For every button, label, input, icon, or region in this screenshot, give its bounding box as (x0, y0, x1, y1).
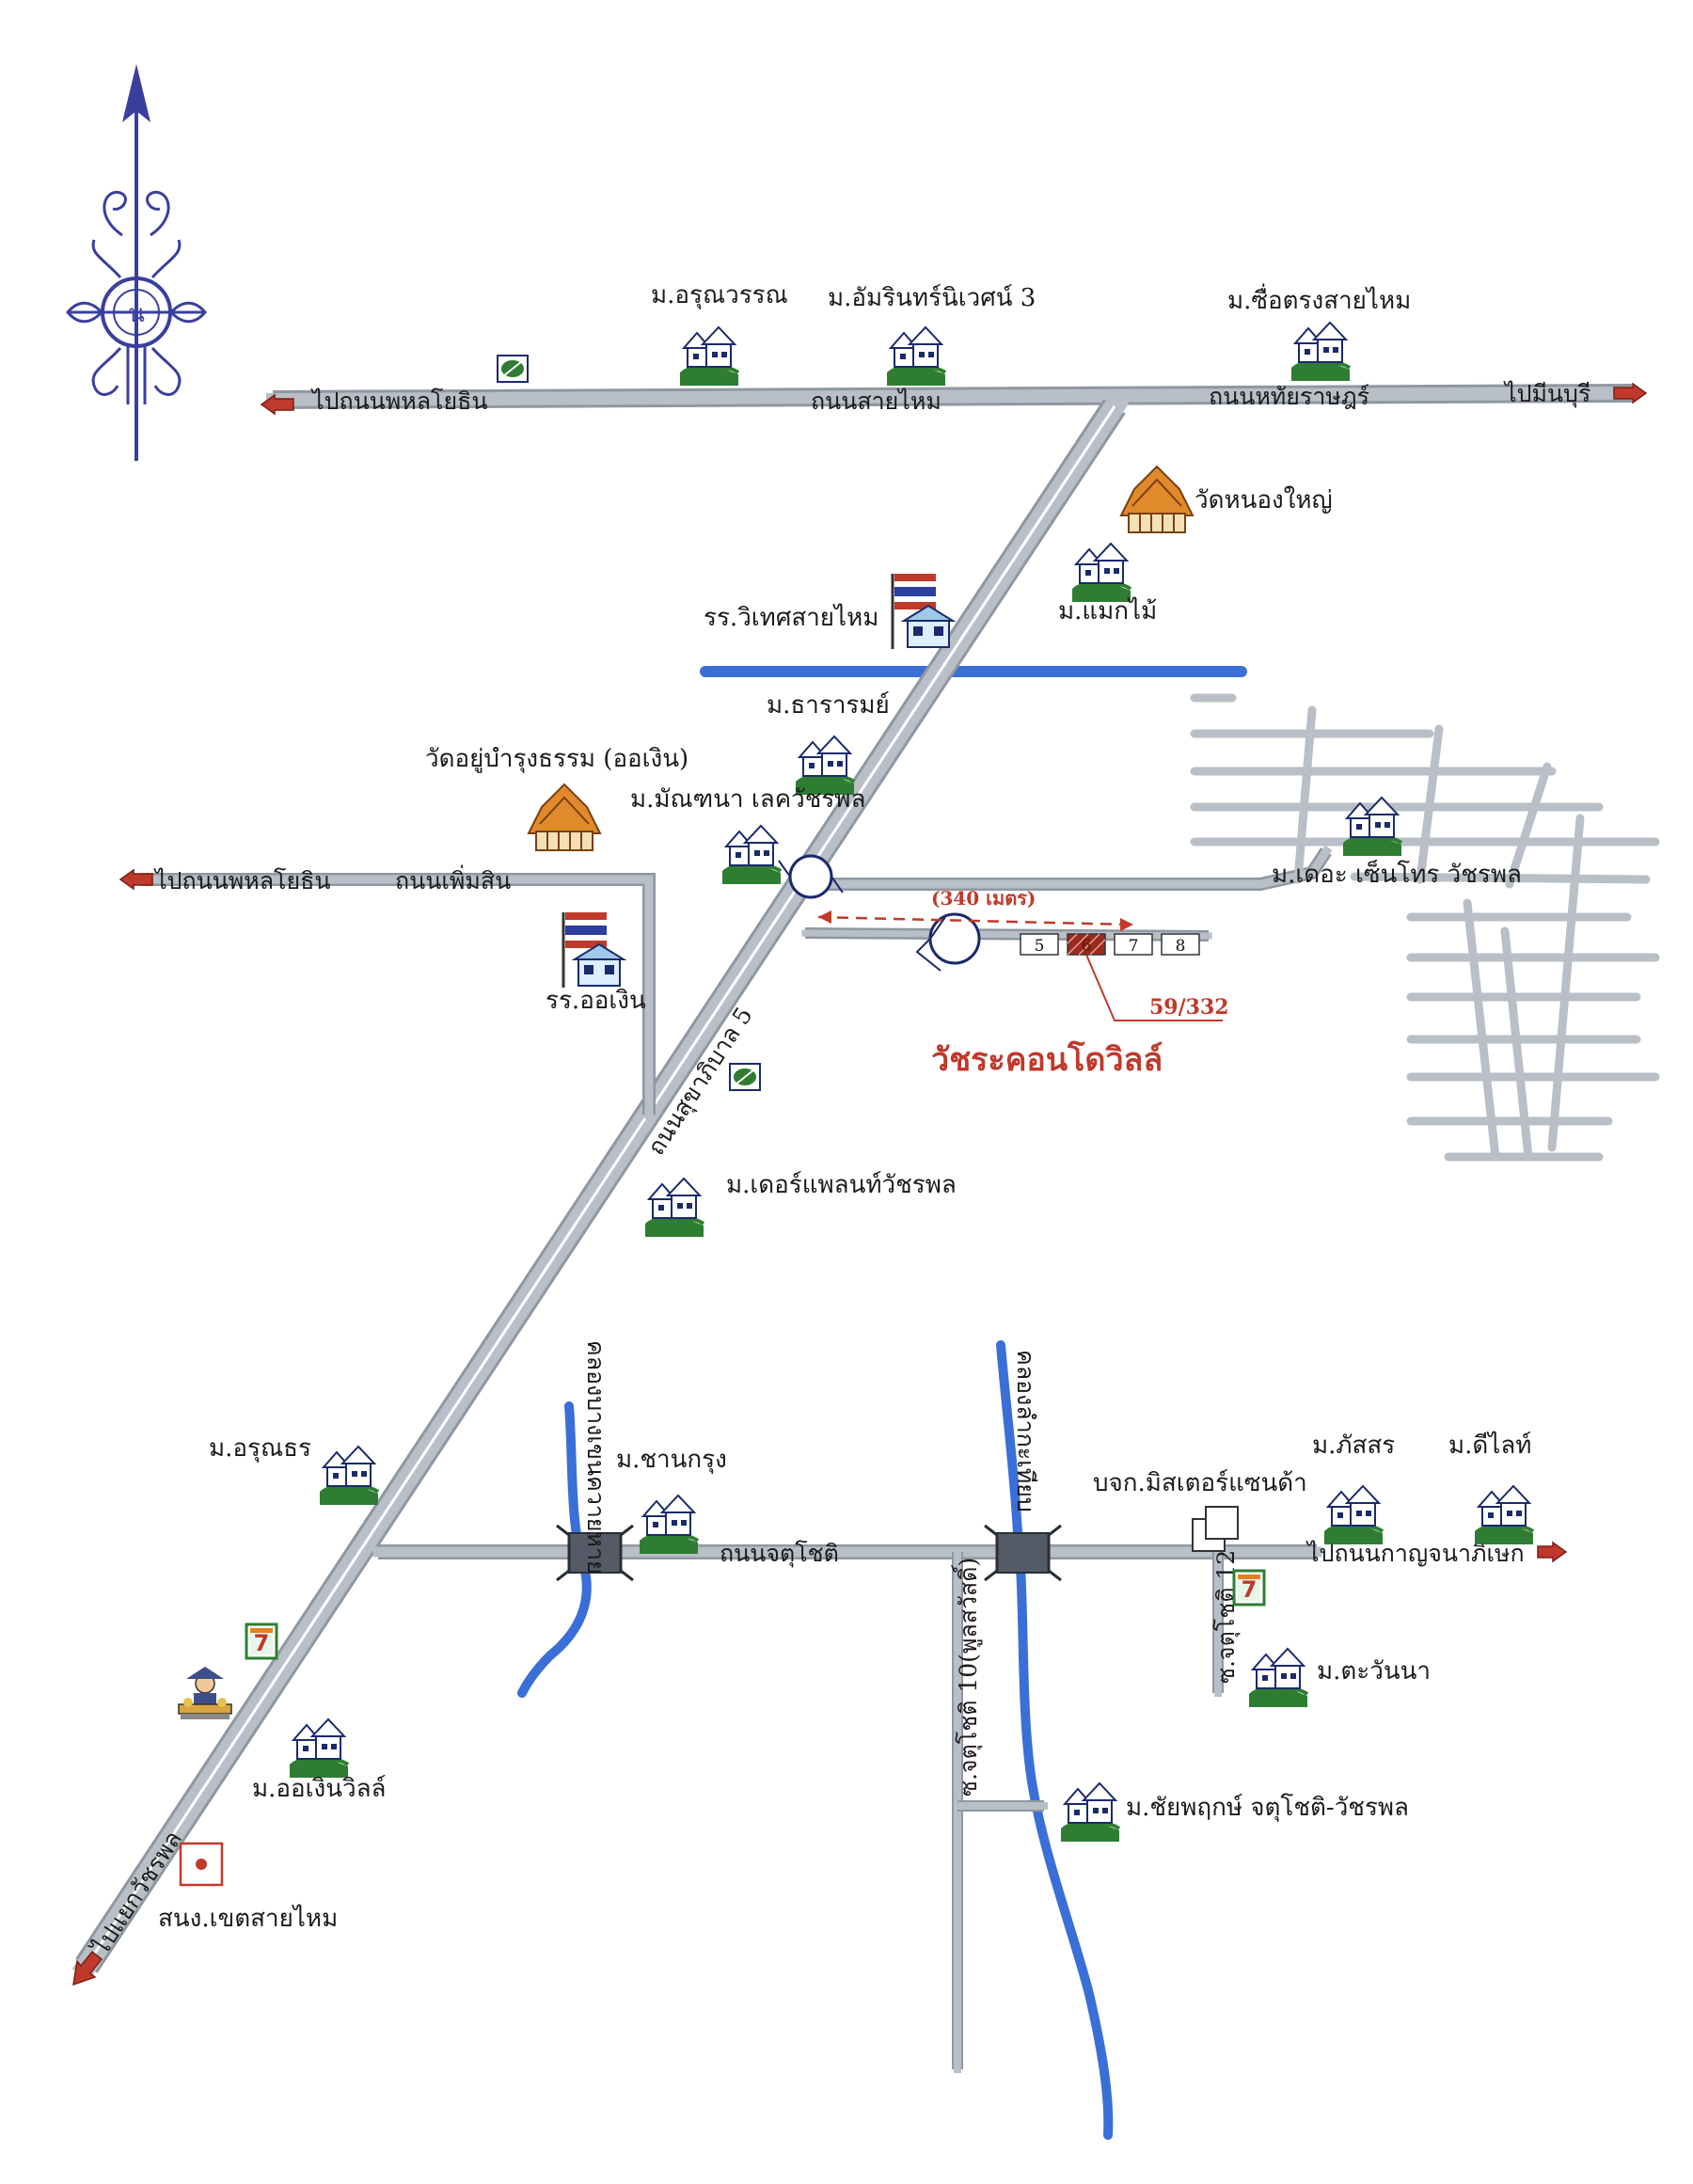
temple-icon (528, 783, 601, 851)
project-distance (817, 910, 1133, 931)
roundabout-main (778, 854, 844, 899)
unit-number: 6 (1082, 937, 1092, 956)
place-label-chaiyaphruek: ม.ชัยพฤกษ์ จตุโชติ-วัชรพล (1126, 1793, 1409, 1822)
arrow-down-left-icon (72, 1950, 103, 1986)
house-icon (1059, 1781, 1121, 1844)
unit-box: 8 (1161, 933, 1200, 956)
temple-icon (1120, 466, 1194, 533)
address-label: 59/332 (1149, 995, 1229, 1020)
house-icon (1473, 1484, 1535, 1546)
road-label-soi-chatuchot-10: ซ.จตุโชติ 10(พูลสวัสดิ์) (951, 1558, 983, 1796)
house-icon (1322, 1484, 1384, 1546)
house-icon (288, 1717, 350, 1780)
canal-label-left: คลองบางเขนควายหาย (582, 1340, 609, 1575)
gas-station-icon (497, 355, 529, 383)
road-label-to-phahon-mid: ไปถนนพหลโยธิน (153, 867, 330, 894)
place-label-o-ngoen-ville: ม.ออเงินวิลล์ (252, 1775, 386, 1803)
house-icon (638, 1494, 700, 1556)
road-label-phoem-sin: ถนนเพิ่มสิน (395, 864, 511, 894)
roundabout-project (915, 912, 981, 972)
place-label-police-station: สนง.เขตสายไหม (158, 1904, 338, 1933)
place-label-chan-krung: ม.ชานกรุง (616, 1446, 727, 1474)
place-label-the-plant: ม.เดอร์แพลนท์วัชรพล (726, 1171, 957, 1199)
place-label-montana: ม.มัณฑนา เลควัชรพล (630, 785, 865, 814)
house-icon (720, 824, 783, 886)
company-icon (1192, 1506, 1239, 1552)
address-leader (1085, 954, 1223, 1021)
canal-right (996, 1340, 1114, 2140)
house-icon (1290, 321, 1352, 383)
canal-label-right: คลองลำกะเทียบ (1012, 1350, 1039, 1512)
place-label-tawanna: ม.ตะวันนา (1317, 1657, 1431, 1685)
bridge-right (984, 1524, 1062, 1582)
seven-eleven-icon (245, 1622, 278, 1660)
place-label-thararom: ม.ธารารมย์ (767, 691, 890, 720)
place-label-the-centro: ม.เดอะ เซ็นโทร วัชรพล (1272, 859, 1522, 889)
school-icon (891, 572, 955, 651)
road-label-to-phahon-top: ไปถนนพหลโยธิน (310, 388, 487, 415)
place-label-wat-yu-bamrung: วัดอยู่บำรุงธรรม (ออเงิน) (425, 745, 688, 773)
distance-label: (340 เมตร) (931, 887, 1036, 910)
school-icon (562, 910, 625, 989)
compass-rose (66, 64, 207, 461)
unit-box: 7 (1114, 933, 1153, 956)
road-label-chatuchot: ถนนจตุโชติ (720, 1540, 839, 1568)
place-label-school-witet: รร.วิเทศสายไหม (704, 603, 878, 632)
unit-box-highlighted: 6 (1067, 933, 1106, 956)
unit-number: 7 (1129, 937, 1139, 956)
place-label-amarin-niwet: ม.อัมรินทร์นิเวศน์ 3 (828, 284, 1036, 312)
house-icon (678, 325, 740, 388)
house-icon (1247, 1647, 1309, 1709)
unit-number: 5 (1035, 937, 1045, 956)
place-label-delight: ม.ดีไลท์ (1448, 1431, 1531, 1460)
arrow-right-icon (1537, 1541, 1568, 1563)
canal-left (517, 1401, 592, 1698)
road-label-to-watcharaphon: ไปแยกวัชรพล (87, 1826, 187, 1961)
place-label-suetrong: ม.ซื่อตรงสายไหม (1227, 283, 1411, 315)
place-label-maekmai: ม.แมกไม้ (1058, 596, 1157, 625)
road-label-hathai-rat: ถนนหทัยราษฎร์ (1209, 383, 1369, 410)
unit-box: 5 (1020, 933, 1059, 956)
place-label-mister-panda: บจก.มิสเตอร์แซนด้า (1093, 1469, 1307, 1497)
market-vendor-icon (178, 1667, 232, 1719)
house-icon (885, 325, 947, 388)
place-label-arunthon: ม.อรุณธร (209, 1434, 311, 1463)
arrow-right-icon (1613, 382, 1648, 404)
unit-row: 5 6 7 8 (1020, 933, 1200, 956)
project-name: วัชระคอนโดวิลล์ (931, 1040, 1163, 1079)
unit-number: 8 (1176, 937, 1186, 956)
house-icon (318, 1445, 380, 1507)
north-label: น (128, 300, 145, 328)
seven-eleven-icon (1232, 1569, 1266, 1606)
bridge-left (556, 1524, 634, 1582)
place-label-school-o-ngoen: รร.ออเงิน (546, 987, 646, 1015)
village-grid (1190, 693, 1660, 1162)
road-label-to-min-buri: ไปมีนบุรี (1503, 380, 1590, 408)
house-icon (643, 1177, 705, 1239)
district-office-icon (179, 1842, 224, 1887)
gas-station-icon (729, 1063, 761, 1091)
road-label-sai-mai: ถนนสายไหม (811, 388, 941, 415)
place-label-wat-nong-yai: วัดหนองใหญ่ (1195, 486, 1333, 514)
place-label-phatsorn: ม.ภัสสร (1312, 1432, 1395, 1460)
place-label-arunwan: ม.อรุณวรรณ (651, 281, 788, 309)
house-icon (1070, 542, 1132, 604)
